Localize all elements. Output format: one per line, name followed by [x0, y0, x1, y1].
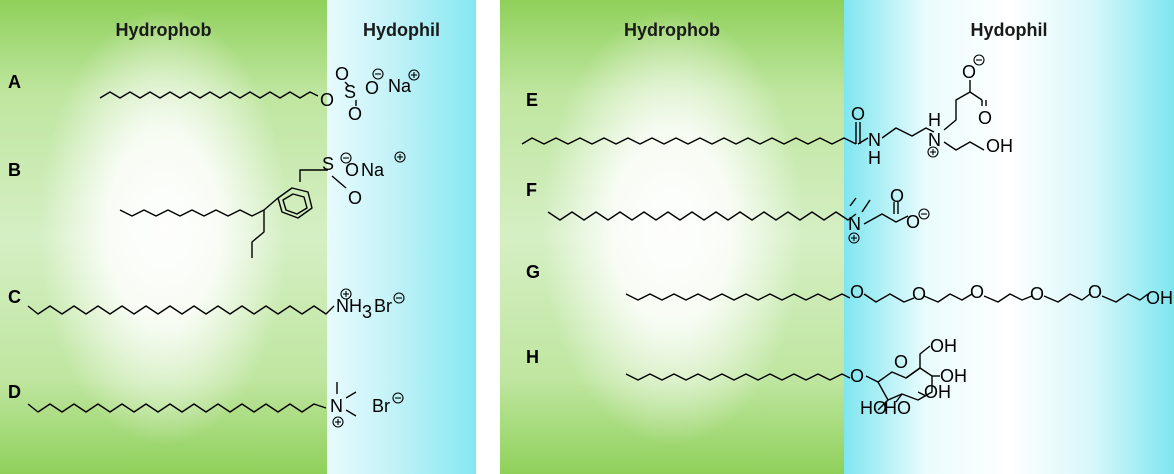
e-ammonium-n: N	[928, 130, 941, 150]
left-panel: Hydrophob Hydophil A B C D O O S O Na O	[0, 0, 476, 474]
g-ether-o3: O	[970, 282, 984, 302]
g-ether-o5: O	[1088, 282, 1102, 302]
e-minus-sign	[973, 54, 985, 66]
left-molecules: O O S O Na O S O Na O	[27, 64, 420, 428]
chain-f	[547, 211, 857, 221]
right-molecules: O N H H N O O OH N	[521, 54, 1173, 418]
c-bromide: Br	[374, 296, 392, 316]
f-carbonyl-o: O	[890, 186, 904, 206]
row-label-c: C	[8, 287, 21, 307]
e-plus-sign	[927, 146, 939, 158]
molecule-a: O O S O Na O	[99, 64, 420, 124]
e-amide-n: N	[868, 130, 881, 150]
a-sodium: Na	[388, 76, 412, 96]
chain-b	[119, 197, 279, 217]
row-label-a: A	[8, 72, 21, 92]
right-panel: Hydrophob Hydophil E F G H O N H H N O O	[500, 0, 1174, 474]
e-amide-h: H	[868, 148, 881, 168]
molecule-b: S O Na O	[119, 151, 406, 258]
b-bottom-o: O	[348, 188, 362, 208]
row-label-h: H	[526, 347, 539, 367]
e-carbonyl-o2: O	[978, 108, 992, 128]
chain-c	[27, 305, 335, 315]
f-minus-sign	[918, 208, 930, 220]
right-hydrophil-title: Hydophil	[970, 20, 1048, 40]
c-minus-sign	[393, 292, 405, 304]
f-nitrogen: N	[848, 214, 861, 234]
h-glycosidic-o: O	[850, 366, 864, 386]
left-hydrophil-title: Hydophil	[363, 20, 440, 40]
h-hydroxyl-2: OH	[924, 382, 951, 402]
f-plus-sign	[848, 232, 860, 244]
h-ring-o: O	[894, 352, 908, 372]
molecule-d: N Br	[27, 382, 404, 428]
chain-a	[99, 91, 319, 99]
right-hydrophob-title: Hydrophob	[624, 20, 720, 40]
row-label-f: F	[526, 180, 537, 200]
molecule-f: N O O	[547, 186, 930, 244]
d-bromide: Br	[372, 396, 390, 416]
f-carboxylate-o: O	[906, 212, 920, 232]
c-ammonium: NH	[336, 296, 362, 316]
molecule-e: O N H H N O O OH	[521, 54, 1013, 168]
chain-g	[625, 293, 851, 301]
benzene-ring-b	[277, 187, 313, 219]
a-bottom-o: O	[348, 104, 362, 124]
left-hydrophob-region: Hydrophob	[0, 0, 327, 474]
b-minus-sign	[340, 152, 352, 164]
row-label-e: E	[526, 90, 539, 110]
h-hydroxyl-4: HO	[860, 398, 887, 418]
d-minus-sign	[392, 392, 404, 404]
a-minus-sign	[372, 68, 384, 80]
chain-e	[521, 137, 857, 145]
row-label-b: B	[8, 160, 21, 180]
h-hydroxyl-1: OH	[940, 366, 967, 386]
a-top-o: O	[335, 64, 349, 84]
c-plus-sign	[340, 288, 352, 300]
a-ester-o: O	[320, 90, 334, 110]
molecule-c: NH 3 Br	[27, 288, 405, 322]
chain-d	[27, 403, 327, 413]
e-ammonium-h: H	[928, 110, 941, 130]
row-label-g: G	[526, 262, 541, 282]
molecule-g: O O O O O OH	[625, 282, 1173, 308]
right-hydrophob-region: Hydrophob	[500, 0, 844, 474]
d-plus-sign	[332, 416, 344, 428]
h-hydroxymethyl-oh: OH	[930, 336, 957, 356]
e-carbonyl-o: O	[851, 104, 865, 124]
a-sulfur: S	[344, 82, 356, 102]
sugar-ring-h	[865, 367, 933, 401]
e-carboxylate-o: O	[962, 62, 976, 82]
g-ether-o4: O	[1030, 284, 1044, 304]
molecule-h: O O OH OH OH HO HO	[625, 336, 967, 418]
d-nitrogen: N	[330, 396, 343, 416]
a-plus-sign	[408, 69, 420, 81]
e-hydroxyl: OH	[986, 136, 1013, 156]
b-sulfur: S	[322, 154, 334, 174]
b-anion-o: O	[345, 160, 359, 180]
left-hydrophob-title: Hydrophob	[115, 20, 212, 40]
h-hydroxyl-3: HO	[884, 398, 911, 418]
b-sodium: Na	[361, 160, 385, 180]
g-hydroxyl: OH	[1146, 288, 1173, 308]
row-label-d: D	[8, 382, 21, 402]
c-subscript: 3	[362, 302, 372, 322]
a-anion-o: O	[365, 78, 379, 98]
g-ether-o1: O	[850, 282, 864, 302]
chain-h	[625, 373, 851, 381]
g-ether-o2: O	[912, 284, 926, 304]
b-plus-sign	[394, 151, 406, 163]
branch-b	[251, 210, 265, 258]
